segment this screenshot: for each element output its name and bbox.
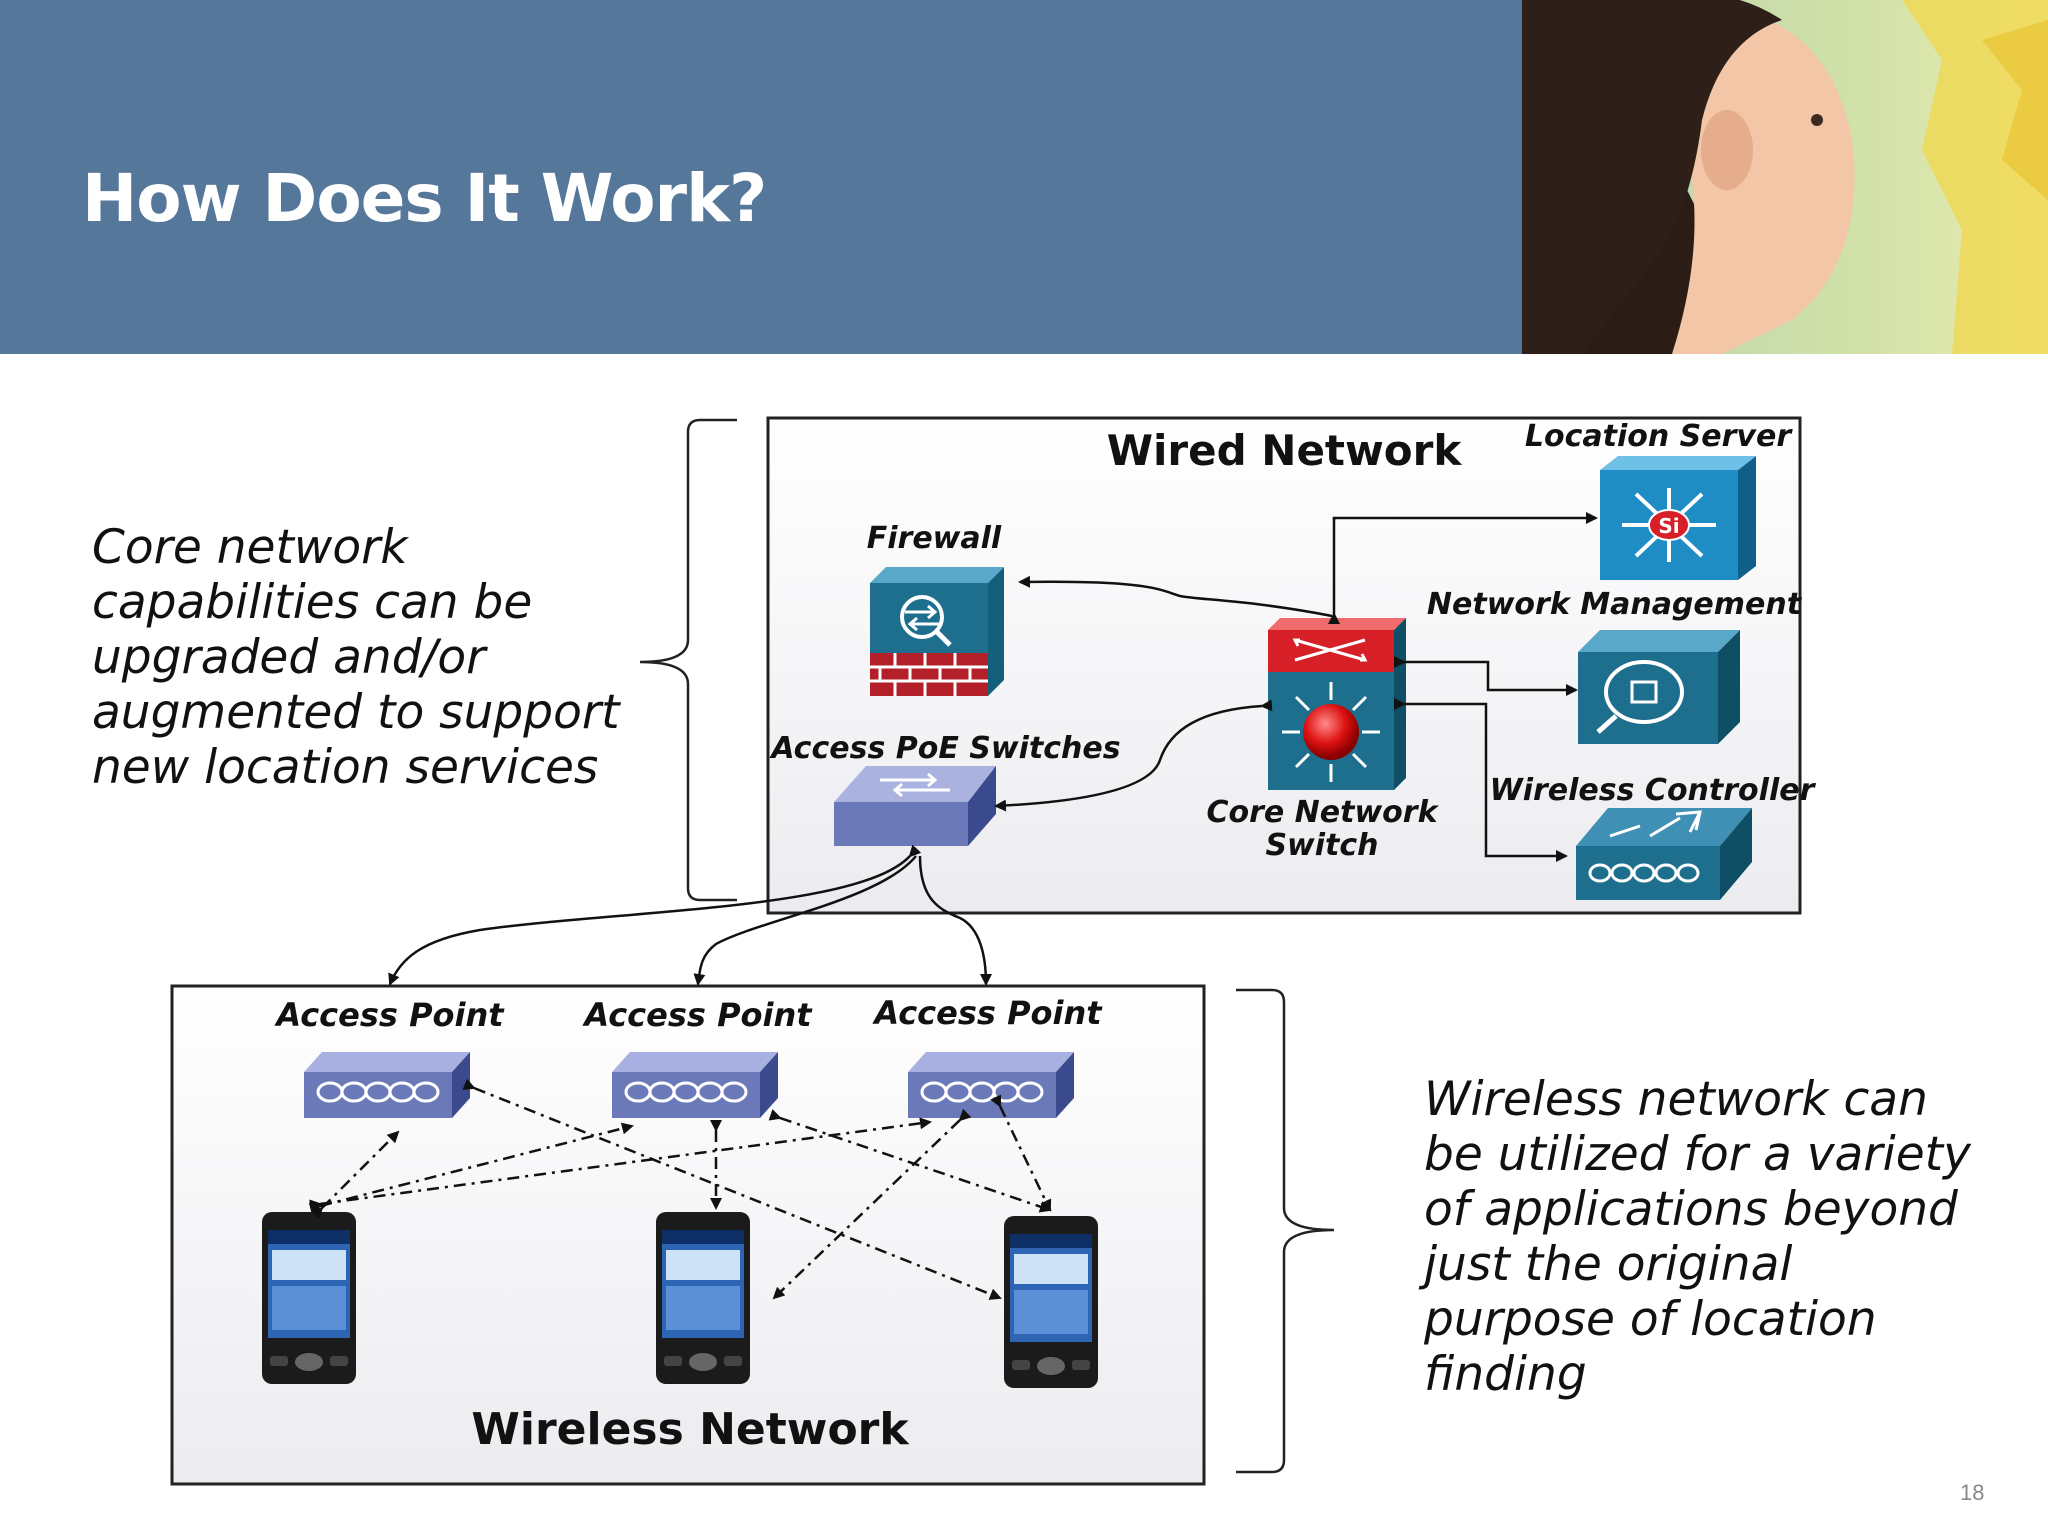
network-management-label: Network Management	[1427, 587, 1803, 622]
access-point-label-3: Access Point	[871, 994, 1103, 1032]
access-poe-switch-icon	[834, 766, 996, 846]
wireless-network-title: Wireless Network	[471, 1404, 910, 1455]
slide-title: How Does It Work?	[82, 160, 767, 237]
wireless-controller-label: Wireless Controller	[1490, 773, 1817, 808]
location-server-icon: Si	[1600, 456, 1756, 580]
firewall-icon	[870, 567, 1004, 696]
core-switch-label-line2: Switch	[1265, 828, 1378, 863]
access-point-icon	[908, 1052, 1074, 1118]
network-management-icon	[1578, 630, 1740, 744]
header-photo	[1522, 0, 2048, 354]
wireless-links	[308, 1078, 1052, 1300]
left-brace	[639, 418, 737, 902]
handheld-device-icon	[262, 1212, 356, 1384]
access-point-label-2: Access Point	[581, 996, 813, 1034]
wired-network-title: Wired Network	[1107, 426, 1463, 475]
si-badge: Si	[1658, 514, 1679, 538]
access-poe-label: Access PoE Switches	[769, 731, 1120, 766]
access-point-label-1: Access Point	[273, 996, 505, 1034]
core-switch-label-line1: Core Network	[1206, 795, 1439, 830]
header-banner: How Does It Work?	[0, 0, 1522, 354]
wired-links	[994, 512, 1598, 862]
core-switch-icon	[1268, 618, 1406, 790]
handheld-device-icon	[1004, 1216, 1098, 1388]
wireless-network-caption: Wireless network can be utilized for a v…	[1424, 1072, 1971, 1402]
page-number: 18	[1960, 1480, 1985, 1505]
poe-to-ap-links	[388, 844, 992, 986]
right-brace	[1236, 988, 1335, 1474]
network-diagram: Wired Network Wireless Network Firewall …	[170, 416, 1817, 1486]
location-server-label: Location Server	[1525, 419, 1793, 454]
access-point-icon	[612, 1052, 778, 1118]
firewall-label: Firewall	[867, 521, 1002, 556]
handheld-device-icon	[656, 1212, 750, 1384]
core-network-caption: Core network capabilities can be upgrade…	[92, 520, 620, 795]
wireless-controller-icon	[1576, 808, 1752, 900]
access-point-icon	[304, 1052, 470, 1118]
